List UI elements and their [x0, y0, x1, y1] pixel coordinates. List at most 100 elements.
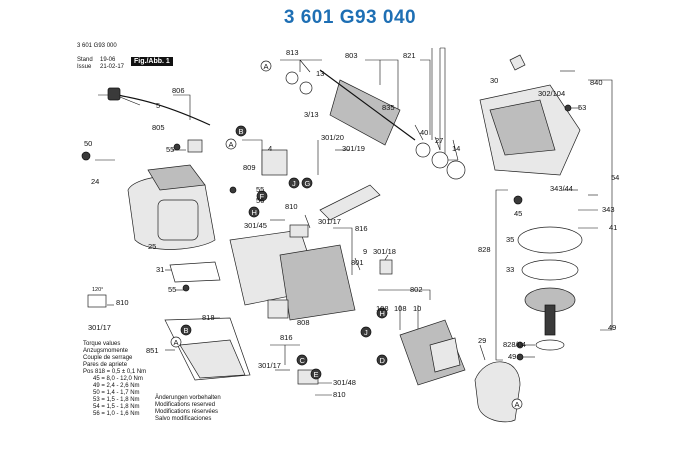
stand-label: Stand: [77, 57, 93, 63]
part-label: 49: [608, 323, 616, 332]
part-label: 27: [435, 136, 443, 145]
torque-row: Pos 818 = 0,5 ± 0,1 Nm: [83, 369, 147, 375]
part-label: 343: [602, 205, 615, 214]
part-label: 33: [506, 265, 514, 274]
marker-label: F: [260, 192, 265, 201]
part-label: 810: [333, 390, 346, 399]
part-label: 301/17: [258, 361, 281, 370]
part-label: 30: [490, 76, 498, 85]
marker-label: B: [239, 127, 244, 136]
part-label: 301/17: [88, 323, 111, 332]
washer: [535, 339, 565, 351]
parts: [81, 54, 583, 423]
stand-value: 19-06: [100, 57, 116, 63]
part-label: 108: [376, 304, 389, 313]
part-label: 813: [286, 48, 299, 57]
part-label: 840: [590, 78, 603, 87]
page-title: 3 601 G93 040: [283, 7, 417, 28]
part-label: 50: [84, 139, 92, 148]
part-label: 45: [514, 209, 522, 218]
torque-row: 54 = 1,5 - 1,8 Nm: [93, 404, 140, 410]
part-label: 810: [116, 298, 129, 307]
marker-label: A: [174, 338, 179, 347]
part-label: 851: [146, 346, 159, 355]
part-label: 55: [168, 285, 176, 294]
part-label: 810: [285, 202, 298, 211]
marker-label: A: [515, 400, 520, 409]
marker-label: J: [292, 179, 296, 188]
torque-line: Pares de apriete: [83, 362, 128, 368]
issue-value: 21-02-17: [100, 64, 125, 70]
switch-cover: [179, 339, 246, 379]
part-label: 301/17: [318, 217, 341, 226]
part-label: 302/104: [538, 89, 565, 98]
torque-row: 45 = 8,0 - 12,0 Nm: [93, 376, 143, 382]
part-label: 301/45: [244, 221, 267, 230]
header-code: 3 601 G93 000: [77, 43, 117, 49]
modifications-block: Änderungen vorbehalten Modifications res…: [155, 395, 221, 423]
mod-line: Modifications réservées: [155, 409, 219, 415]
marker-label: A: [229, 140, 234, 149]
part-label: 806: [172, 86, 185, 95]
part-label: 40: [420, 128, 428, 137]
part-label: 24: [91, 177, 99, 186]
mod-line: Salvo modificaciones: [155, 416, 212, 422]
part-label: 10: [413, 304, 421, 313]
part-label: 821: [403, 51, 416, 60]
part-label: 809: [243, 163, 256, 172]
bracket: [289, 224, 309, 238]
torque-row: 50 = 1,4 - 1,7 Nm: [93, 390, 140, 396]
marker-label: G: [305, 179, 311, 188]
marker-label: H: [252, 208, 257, 217]
part-label: 25: [148, 242, 156, 251]
screw: [173, 143, 181, 151]
screw: [513, 195, 523, 205]
part-label: 808: [297, 318, 310, 327]
torque-row: 53 = 1,5 - 1,8 Nm: [93, 397, 140, 403]
part-label: 301/19: [342, 144, 365, 153]
part-label: 5: [156, 101, 160, 110]
spindle: [544, 304, 556, 336]
housing-vent: [279, 244, 356, 321]
cover: [147, 164, 206, 191]
figure-label: Fig./Abb. 1: [131, 57, 173, 66]
screw: [516, 341, 524, 349]
gear-cover: [157, 199, 199, 241]
screw: [229, 186, 237, 194]
marker-label: C: [300, 356, 306, 365]
brush-holder: [379, 259, 393, 275]
part-label: 805: [152, 123, 165, 132]
marker-label: B: [184, 326, 189, 335]
part-label: 818: [202, 313, 215, 322]
part-label: 816: [355, 224, 368, 233]
torque-block: Torque values Anzugsmomente Couple de se…: [83, 341, 146, 418]
o-ring: [521, 259, 579, 281]
washer: [446, 160, 466, 180]
marker-label: H: [380, 309, 385, 318]
part-label: 120°: [92, 287, 103, 293]
plug: [107, 87, 121, 101]
part-label: 35: [506, 235, 514, 244]
spring-clip: [319, 184, 381, 221]
marker-label: J: [364, 328, 368, 337]
torque-line: Torque values: [83, 341, 121, 347]
bracket: [187, 139, 203, 153]
part-label: 301/20: [321, 133, 344, 142]
washer: [415, 142, 431, 158]
armature: [329, 79, 401, 146]
screw: [516, 353, 524, 361]
part-label: 828: [478, 245, 491, 254]
fiber-plate: [267, 299, 289, 319]
part-label: 53: [578, 103, 586, 112]
part-label: 13: [316, 69, 324, 78]
part-label: 29: [478, 336, 486, 345]
cable: [117, 94, 211, 126]
part-label: 55: [256, 185, 264, 194]
part-label: 14: [452, 144, 460, 153]
wheel-guard: [474, 361, 521, 423]
torque-row: 56 = 1,0 - 1,6 Nm: [93, 411, 140, 417]
part-label: 4: [268, 144, 272, 153]
rubber-ring: [87, 294, 107, 308]
part-label: 835: [382, 103, 395, 112]
bearing: [285, 71, 299, 85]
